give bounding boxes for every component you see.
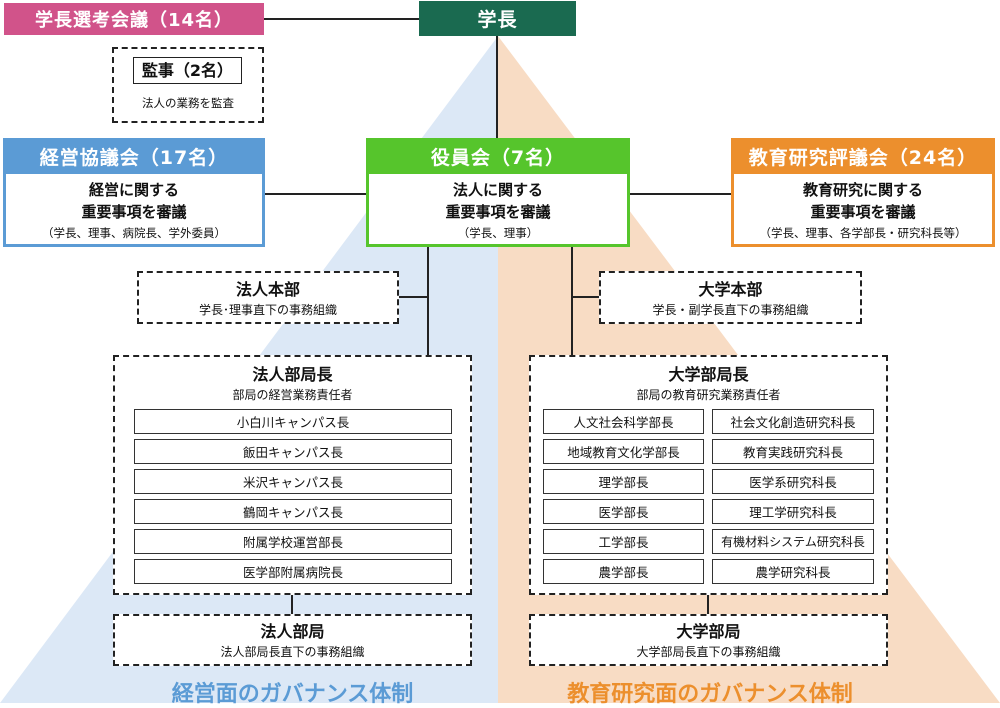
corporate-head-item: 小白川キャンパス長 xyxy=(134,409,452,434)
graduate-dean-item: 医学系研究科長 xyxy=(712,469,874,494)
university-hq-desc: 学長・副学長直下の事務組織 xyxy=(652,303,809,317)
education-council-line1: 教育研究に関する xyxy=(802,181,923,199)
faculty-dean-item: 地域教育文化学部長 xyxy=(543,439,704,464)
university-heads-box: 大学部局長 部局の教育研究業務責任者 人文社会科学部長 地域教育文化学部長 理学… xyxy=(529,355,888,595)
corporate-dept-title: 法人部局 xyxy=(260,622,325,641)
management-council-box: 経営協議会（17名） 経営に関する 重要事項を審議 （学長、理事、病院長、学外委… xyxy=(3,138,265,247)
corporate-head-item: 附属学校運営部長 xyxy=(134,529,452,554)
university-dept-box: 大学部局 大学部局長直下の事務組織 xyxy=(529,614,888,666)
university-dept-title: 大学部局 xyxy=(676,622,741,641)
management-council-members: （学長、理事、病院長、学外委員） xyxy=(42,226,226,240)
corporate-hq-desc: 学長･理事直下の事務組織 xyxy=(198,303,337,317)
university-heads-title: 大学部局長 xyxy=(668,365,749,384)
corporate-dept-desc: 法人部局長直下の事務組織 xyxy=(220,645,365,659)
auditor-title: 監事（2名） xyxy=(141,60,234,80)
university-hq-title: 大学本部 xyxy=(698,280,763,299)
connector-corporate-hq xyxy=(397,296,427,298)
university-hq-box: 大学本部 学長・副学長直下の事務組織 xyxy=(599,271,862,324)
corporate-head-item: 飯田キャンパス長 xyxy=(134,439,452,464)
corporate-heads-desc: 部局の経営業務責任者 xyxy=(232,388,353,402)
education-council-line2: 重要事項を審議 xyxy=(810,203,916,221)
graduate-dean-item: 理工学研究科長 xyxy=(712,499,874,524)
connector-board-education xyxy=(628,193,732,195)
connector-board-right-trunk xyxy=(571,246,573,356)
auditor-box: 監事（2名） 法人の業務を監査 xyxy=(112,47,264,123)
faculty-dean-item: 農学部長 xyxy=(543,559,704,584)
board-title: 役員会（7名） xyxy=(366,138,630,174)
graduate-dean-item: 社会文化創造研究科長 xyxy=(712,409,874,434)
graduate-dean-item: 農学研究科長 xyxy=(712,559,874,584)
university-dept-desc: 大学部局長直下の事務組織 xyxy=(636,645,781,659)
auditor-title-frame: 監事（2名） xyxy=(133,57,242,84)
connector-university-hq xyxy=(573,296,601,298)
board-box: 役員会（7名） 法人に関する 重要事項を審議 （学長、理事） xyxy=(366,138,630,247)
connector-president-board xyxy=(496,36,498,138)
faculty-dean-item: 人文社会科学部長 xyxy=(543,409,704,434)
selection-committee-box: 学長選考会議（14名） xyxy=(4,3,264,35)
faculty-dean-item: 医学部長 xyxy=(543,499,704,524)
footer-education-governance: 教育研究面のガバナンス体制 xyxy=(567,682,853,707)
education-council-members: （学長、理事、各学部長・研究科長等） xyxy=(759,226,967,240)
president-box: 学長 xyxy=(419,1,576,36)
board-line1: 法人に関する xyxy=(452,181,543,199)
corporate-dept-box: 法人部局 法人部局長直下の事務組織 xyxy=(113,614,472,666)
corporate-head-item: 鶴岡キャンパス長 xyxy=(134,499,452,524)
board-line2: 重要事項を審議 xyxy=(445,203,551,221)
connector-management-board xyxy=(264,193,368,195)
connector-board-left-trunk xyxy=(427,246,429,356)
connector-corporate-dept xyxy=(291,594,293,614)
corporate-heads-title: 法人部局長 xyxy=(252,365,333,384)
footer-management-governance: 経営面のガバナンス体制 xyxy=(171,682,414,707)
connector-selection-president xyxy=(264,18,420,20)
education-council-title: 教育研究評議会（24名） xyxy=(731,138,995,174)
corporate-hq-title: 法人本部 xyxy=(235,280,300,299)
corporate-head-item: 米沢キャンパス長 xyxy=(134,469,452,494)
connector-university-dept xyxy=(707,594,709,614)
corporate-head-item: 医学部附属病院長 xyxy=(134,559,452,584)
graduate-dean-item: 有機材料システム研究科長 xyxy=(712,529,874,554)
board-members: （学長、理事） xyxy=(457,226,539,240)
graduate-dean-item: 教育実践研究科長 xyxy=(712,439,874,464)
management-council-line2: 重要事項を審議 xyxy=(81,203,187,221)
management-council-line1: 経営に関する xyxy=(88,181,179,199)
corporate-hq-box: 法人本部 学長･理事直下の事務組織 xyxy=(137,271,399,324)
education-council-box: 教育研究評議会（24名） 教育研究に関する 重要事項を審議 （学長、理事、各学部… xyxy=(731,138,995,247)
management-council-title: 経営協議会（17名） xyxy=(3,138,265,174)
faculty-dean-item: 工学部長 xyxy=(543,529,704,554)
auditor-desc: 法人の業務を監査 xyxy=(142,96,234,110)
corporate-heads-box: 法人部局長 部局の経営業務責任者 小白川キャンパス長 飯田キャンパス長 米沢キャ… xyxy=(113,355,472,595)
university-heads-desc: 部局の教育研究業務責任者 xyxy=(636,388,781,402)
faculty-dean-item: 理学部長 xyxy=(543,469,704,494)
